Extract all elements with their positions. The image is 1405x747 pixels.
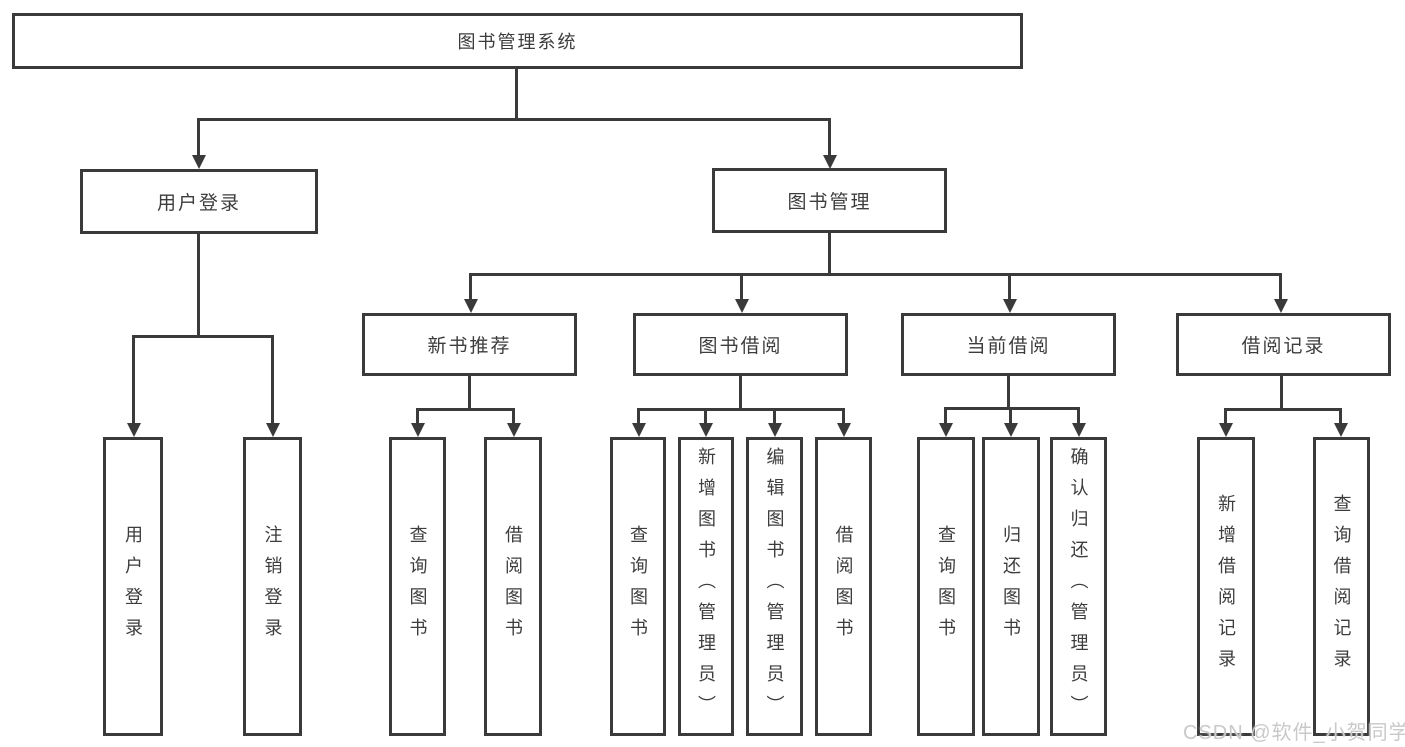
connector-book-mgmt-stem: [828, 233, 831, 273]
arrow-down-icon: [127, 423, 141, 437]
connector-drop: [1339, 408, 1342, 424]
arrow-down-icon: [939, 423, 953, 437]
connector-book-mgmt-rail: [469, 273, 1282, 276]
arrow-down-icon: [837, 423, 851, 437]
connector-new-books-stem: [468, 376, 471, 411]
connector-drop: [1009, 407, 1012, 424]
connector-user-login-rail: [132, 335, 274, 338]
connector-user-login-stem: [197, 234, 200, 335]
arrow-down-icon: [507, 423, 521, 437]
node-borrowing-records: 借阅记录: [1176, 313, 1391, 376]
arrow-down-icon: [823, 155, 837, 169]
connector-drop-book-borrow: [740, 273, 743, 300]
connector-root-rail: [197, 118, 831, 121]
leaf-query-borrow-record: 查询借阅记录: [1313, 437, 1370, 736]
arrow-down-icon: [464, 299, 478, 313]
leaf-logout: 注销登录: [243, 437, 302, 736]
arrow-down-icon: [411, 423, 425, 437]
leaf-add-books-admin: 新增图书（管理员）: [678, 437, 734, 736]
connector-drop-current-borrow: [1008, 273, 1011, 300]
leaf-query-books-current: 查询图书: [917, 437, 975, 736]
connector-current-borrow-rail: [944, 407, 1080, 410]
arrow-down-icon: [1334, 423, 1348, 437]
leaf-query-books-borrow: 查询图书: [610, 437, 666, 736]
connector-new-books-rail: [416, 408, 515, 411]
leaf-add-borrow-record: 新增借阅记录: [1197, 437, 1255, 736]
node-book-borrowing: 图书借阅: [633, 313, 848, 376]
connector-book-borrow-rail: [637, 408, 844, 411]
arrow-down-icon: [192, 155, 206, 169]
leaf-borrow-books-recommend: 借阅图书: [484, 437, 542, 736]
watermark: CSDN @软件_小贺同学: [1183, 722, 1405, 744]
arrow-down-icon: [1219, 423, 1233, 437]
node-current-borrowing: 当前借阅: [901, 313, 1116, 376]
connector-drop: [1224, 408, 1227, 424]
connector-drop: [704, 408, 707, 424]
connector-root-stem: [515, 69, 518, 118]
node-user-login: 用户登录: [80, 169, 318, 234]
connector-drop-book-management: [828, 118, 831, 156]
connector-current-borrow-stem: [1007, 376, 1010, 410]
arrow-down-icon: [1274, 299, 1288, 313]
connector-book-borrow-stem: [739, 376, 742, 411]
connector-drop: [637, 408, 640, 424]
leaf-return-books: 归还图书: [982, 437, 1040, 736]
connector-drop: [512, 408, 515, 424]
connector-drop-user-login: [197, 118, 200, 156]
arrow-down-icon: [266, 423, 280, 437]
leaf-query-books-recommend: 查询图书: [389, 437, 446, 736]
connector-drop: [1077, 407, 1080, 424]
node-new-book-recommend: 新书推荐: [362, 313, 577, 376]
connector-drop: [842, 408, 845, 424]
connector-drop-logout: [271, 335, 274, 423]
connector-drop: [773, 408, 776, 424]
connector-drop: [416, 408, 419, 424]
connector-drop-borrow-records: [1279, 273, 1282, 300]
connector-drop-new-books: [469, 273, 472, 300]
arrow-down-icon: [1072, 423, 1086, 437]
connector-drop-login: [132, 335, 135, 423]
connector-borrow-records-stem: [1280, 376, 1283, 411]
leaf-edit-books-admin: 编辑图书（管理员）: [746, 437, 803, 736]
arrow-down-icon: [735, 299, 749, 313]
leaf-user-login: 用户登录: [103, 437, 163, 736]
arrow-down-icon: [1003, 299, 1017, 313]
arrow-down-icon: [1004, 423, 1018, 437]
connector-borrow-records-rail: [1224, 408, 1342, 411]
leaf-borrow-books: 借阅图书: [815, 437, 872, 736]
arrow-down-icon: [632, 423, 646, 437]
node-library-management-system: 图书管理系统: [12, 13, 1023, 69]
node-book-management: 图书管理: [712, 168, 947, 233]
arrow-down-icon: [768, 423, 782, 437]
arrow-down-icon: [699, 423, 713, 437]
leaf-confirm-return-admin: 确认归还（管理员）: [1050, 437, 1107, 736]
connector-drop: [944, 407, 947, 424]
